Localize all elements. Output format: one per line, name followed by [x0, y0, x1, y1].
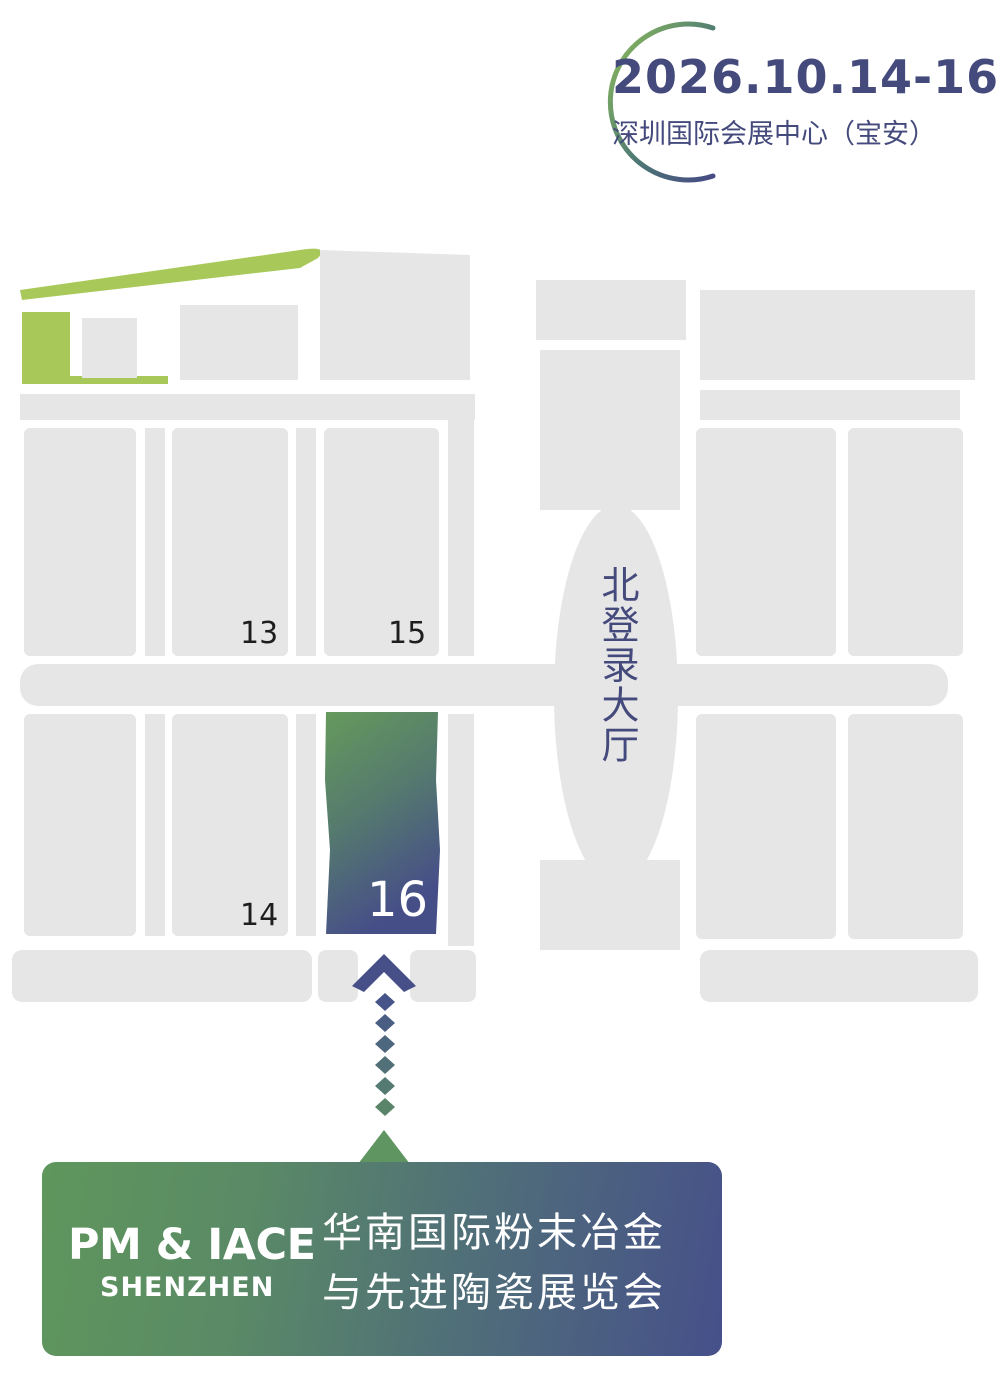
hall-12-lower	[24, 714, 136, 936]
brand-title: PM & IACE	[68, 1220, 316, 1270]
diamond-path	[375, 993, 395, 1116]
corridor	[20, 664, 948, 706]
exhibition-name-line1: 华南国际粉末冶金	[322, 1210, 666, 1256]
center-block-top	[536, 280, 686, 340]
up-arrow-icon	[352, 954, 416, 992]
bottom-strip-2	[318, 950, 358, 1002]
diamond-dot	[375, 1035, 395, 1053]
bottom-strip-1	[12, 950, 312, 1002]
hall-19-area	[848, 428, 963, 656]
diamond-dot	[375, 993, 395, 1011]
hall-14-area	[172, 714, 288, 936]
top-block-4	[320, 280, 470, 380]
hall-side-strip	[145, 428, 165, 656]
info-pointer	[358, 1130, 410, 1164]
bottom-strip-3	[410, 950, 476, 1002]
date-ring	[607, 21, 716, 183]
hall-side-strip-4	[145, 714, 165, 936]
diamond-dot	[375, 1014, 395, 1032]
green-block	[22, 312, 168, 384]
diamond-dot	[375, 1056, 395, 1074]
center-block-mid	[540, 350, 680, 510]
hall-label-14: 14	[240, 898, 279, 933]
event-date: 2026.10.14-16	[612, 50, 1000, 104]
strip-top	[20, 394, 475, 420]
hall-13-area	[172, 428, 288, 656]
brand-subtitle: SHENZHEN	[100, 1272, 275, 1303]
hall-side-strip-5	[296, 714, 316, 936]
exhibition-name: 华南国际粉末冶金 与先进陶瓷展览会	[322, 1203, 702, 1323]
right-strip-top	[700, 390, 960, 420]
hall-18-area	[696, 714, 836, 939]
hall-side-strip-2	[296, 428, 316, 656]
right-bottom-strip	[700, 950, 978, 1002]
roof-shape	[20, 248, 322, 300]
diamond-dot	[375, 1098, 395, 1116]
diamond-dot	[375, 1077, 395, 1095]
hall-11-upper	[24, 428, 136, 656]
event-venue: 深圳国际会展中心（宝安）	[612, 119, 936, 150]
hall-label-13: 13	[240, 616, 279, 651]
hall-16-block	[325, 712, 440, 934]
center-block-low	[540, 860, 680, 950]
hall-side-strip-3	[448, 420, 474, 656]
right-top-1	[700, 290, 975, 380]
north-lobby-label: 北登录大厅	[595, 565, 639, 765]
top-block-2	[82, 318, 137, 378]
map-buildings	[12, 248, 978, 1002]
top-block-3	[180, 305, 298, 380]
hall-label-15: 15	[388, 616, 427, 651]
hall-20-area	[848, 714, 963, 939]
hall-label-16: 16	[367, 872, 429, 928]
exhibition-info-box	[42, 1162, 722, 1356]
exhibition-name-line2: 与先进陶瓷展览会	[322, 1270, 666, 1316]
hall-15-area	[324, 428, 439, 656]
hall-17-area	[696, 428, 836, 656]
hall-side-strip-6	[448, 714, 474, 946]
lobby-oval	[554, 505, 678, 885]
